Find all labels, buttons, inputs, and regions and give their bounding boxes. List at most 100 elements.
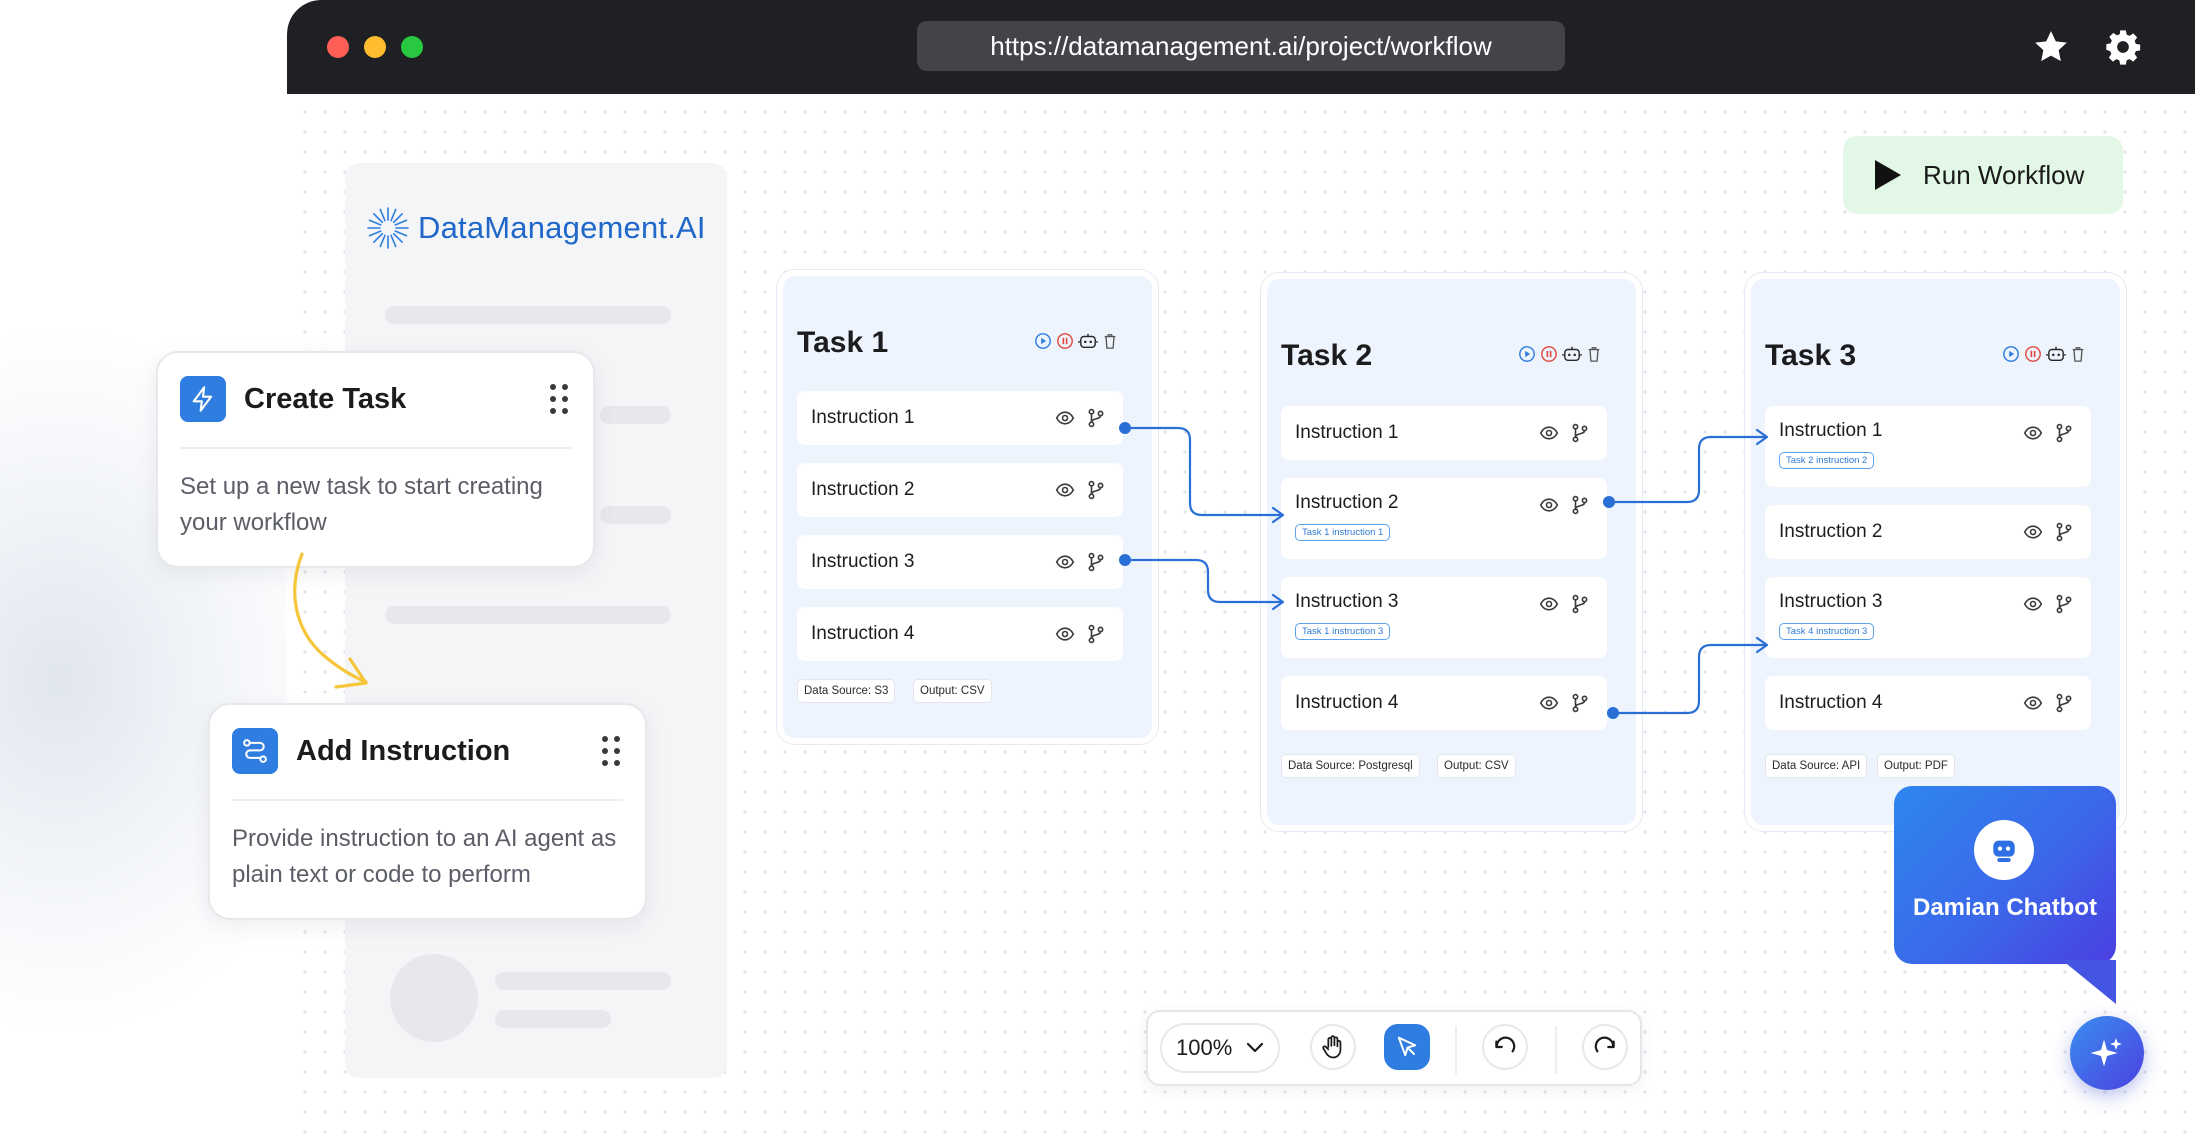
maximize-window-button[interactable] xyxy=(401,36,423,58)
robot-icon[interactable] xyxy=(1078,332,1098,350)
task-title: Task 3 xyxy=(1765,339,1857,372)
instruction-item[interactable]: Instruction 2 xyxy=(797,463,1123,517)
hand-tool-button[interactable] xyxy=(1310,1024,1356,1070)
star-icon[interactable] xyxy=(2031,27,2071,67)
zoom-select[interactable]: 100% xyxy=(1160,1023,1280,1073)
minimize-window-button[interactable] xyxy=(364,36,386,58)
instruction-item[interactable]: Instruction 1 xyxy=(1281,406,1607,460)
instruction-label: Instruction 1 xyxy=(1295,422,1399,443)
branch-icon[interactable] xyxy=(1571,495,1589,515)
instruction-label: Instruction 2 xyxy=(811,479,915,500)
browser-titlebar: https://datamanagement.ai/project/workfl… xyxy=(287,0,2195,94)
instruction-item[interactable]: Instruction 2 xyxy=(1765,505,2091,559)
eye-icon[interactable] xyxy=(1539,423,1559,443)
placeholder-line xyxy=(600,506,671,524)
play-icon[interactable] xyxy=(1034,332,1052,350)
instruction-item[interactable]: Instruction 1 xyxy=(797,391,1123,445)
drag-handle-icon[interactable] xyxy=(547,381,571,417)
divider xyxy=(232,799,623,801)
pointer-icon xyxy=(1397,1036,1417,1057)
branch-icon[interactable] xyxy=(1087,624,1105,644)
pause-icon[interactable] xyxy=(1056,332,1074,350)
undo-button[interactable] xyxy=(1482,1024,1528,1070)
instruction-tag: Task 1 instruction 1 xyxy=(1295,524,1391,541)
eye-icon[interactable] xyxy=(1539,594,1559,614)
brand-logo[interactable]: DataManagement.AI xyxy=(366,206,706,250)
task-card-3[interactable]: Task 3 Instruction 1 Task 2 instruction 2… xyxy=(1745,273,2126,831)
task-controls xyxy=(2002,345,2086,363)
eye-icon[interactable] xyxy=(2023,522,2043,542)
branch-icon[interactable] xyxy=(2055,594,2073,614)
instruction-label: Instruction 1 xyxy=(1779,420,1883,441)
run-workflow-button[interactable]: Run Workflow xyxy=(1843,136,2123,214)
trash-icon[interactable] xyxy=(1102,332,1118,350)
branch-icon[interactable] xyxy=(1087,552,1105,572)
output-badge: Output: PDF xyxy=(1877,754,1955,778)
instruction-item[interactable]: Instruction 4 xyxy=(797,607,1123,661)
task-title: Task 2 xyxy=(1281,339,1373,372)
robot-icon[interactable] xyxy=(2046,345,2066,363)
branch-icon[interactable] xyxy=(2055,693,2073,713)
pause-icon[interactable] xyxy=(1540,345,1558,363)
sparkle-icon xyxy=(2090,1038,2122,1067)
chatbot-launcher-button[interactable] xyxy=(2070,1016,2144,1090)
card-header: Create Task xyxy=(180,375,571,423)
instruction-tag: Task 2 instruction 2 xyxy=(1779,452,1875,469)
trash-icon[interactable] xyxy=(1586,345,1602,363)
instruction-item[interactable]: Instruction 1 Task 2 instruction 2 xyxy=(1765,406,2091,487)
play-icon[interactable] xyxy=(2002,345,2020,363)
output-badge: Output: CSV xyxy=(1437,754,1516,778)
play-icon[interactable] xyxy=(1518,345,1536,363)
toolbar-divider xyxy=(1555,1026,1557,1074)
eye-icon[interactable] xyxy=(2023,423,2043,443)
redo-button[interactable] xyxy=(1582,1024,1628,1070)
eye-icon[interactable] xyxy=(2023,594,2043,614)
pointer-tool-button[interactable] xyxy=(1384,1024,1430,1070)
branch-icon[interactable] xyxy=(2055,423,2073,443)
instruction-item[interactable]: Instruction 4 xyxy=(1765,676,2091,730)
pause-icon[interactable] xyxy=(2024,345,2042,363)
eye-icon[interactable] xyxy=(1539,495,1559,515)
create-task-card[interactable]: Create Task Set up a new task to start c… xyxy=(156,351,595,568)
eye-icon[interactable] xyxy=(1055,624,1075,644)
output-badge: Output: CSV xyxy=(913,679,992,703)
eye-icon[interactable] xyxy=(1055,552,1075,572)
eye-icon[interactable] xyxy=(1539,693,1559,713)
instruction-label: Instruction 4 xyxy=(811,623,915,644)
redo-icon xyxy=(1594,1036,1615,1053)
data-source-badge: Data Source: API xyxy=(1765,754,1868,778)
branch-icon[interactable] xyxy=(1571,423,1589,443)
zoom-value: 100% xyxy=(1176,1035,1233,1060)
instruction-label: Instruction 3 xyxy=(1779,591,1883,612)
branch-icon[interactable] xyxy=(1087,408,1105,428)
instruction-item[interactable]: Instruction 4 xyxy=(1281,676,1607,730)
branch-icon[interactable] xyxy=(1571,693,1589,713)
branch-icon[interactable] xyxy=(2055,522,2073,542)
workflow-icon xyxy=(232,728,278,774)
card-description: Provide instruction to an AI agent as pl… xyxy=(232,825,617,888)
trash-icon[interactable] xyxy=(2070,345,2086,363)
drag-handle-icon[interactable] xyxy=(599,733,623,769)
task-card-1[interactable]: Task 1 Instruction 1 Instruction 2 Instr… xyxy=(777,270,1158,744)
add-instruction-card[interactable]: Add Instruction Provide instruction to a… xyxy=(208,703,647,920)
eye-icon[interactable] xyxy=(1055,480,1075,500)
close-window-button[interactable] xyxy=(327,36,349,58)
robot-icon[interactable] xyxy=(1562,345,1582,363)
url-bar[interactable]: https://datamanagement.ai/project/workfl… xyxy=(917,21,1565,71)
eye-icon[interactable] xyxy=(2023,693,2043,713)
card-header: Add Instruction xyxy=(232,727,623,775)
annotation-arrow xyxy=(293,552,368,689)
placeholder-line xyxy=(600,406,671,424)
instruction-label: Instruction 2 xyxy=(1779,521,1883,542)
branch-icon[interactable] xyxy=(1087,480,1105,500)
chatbot-label: Damian Chatbot xyxy=(1912,894,2097,921)
instruction-item[interactable]: Instruction 3 xyxy=(797,535,1123,589)
branch-icon[interactable] xyxy=(1571,594,1589,614)
gear-icon[interactable] xyxy=(2103,27,2143,67)
card-title: Add Instruction xyxy=(296,734,511,767)
eye-icon[interactable] xyxy=(1055,408,1075,428)
